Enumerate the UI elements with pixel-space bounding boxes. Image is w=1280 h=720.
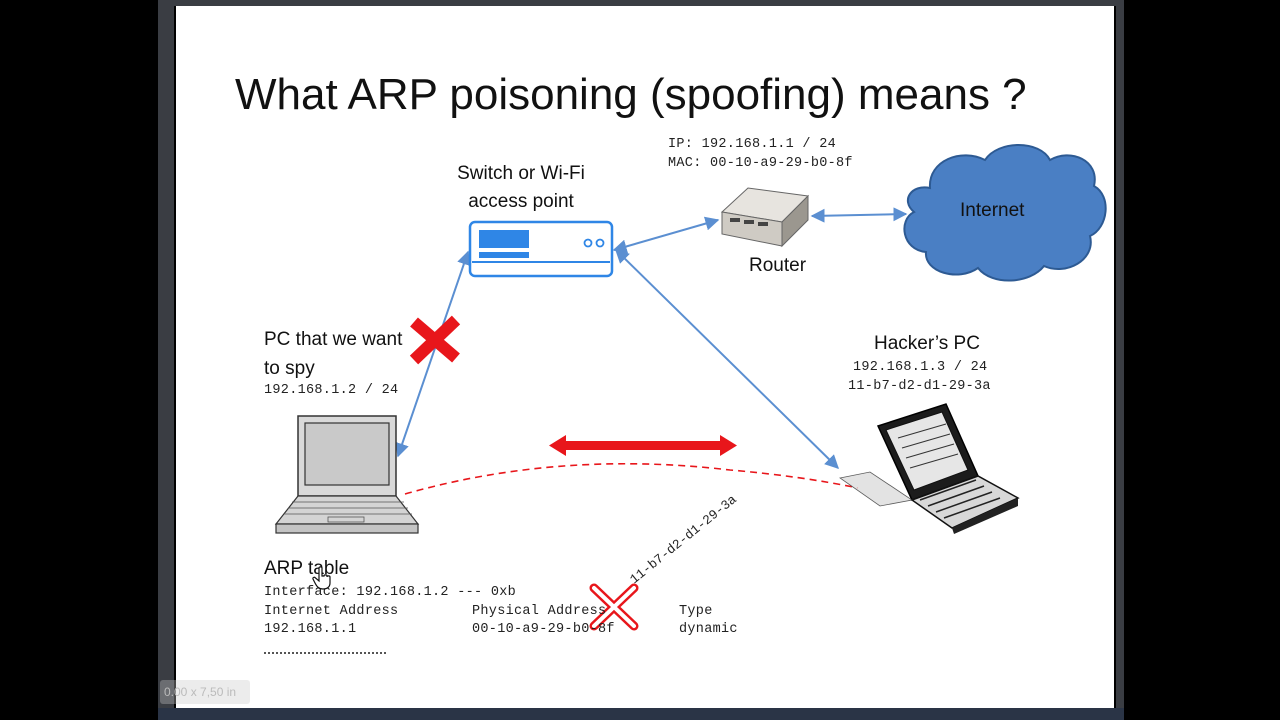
slide-title: What ARP poisoning (spoofing) means ? [235, 70, 1027, 119]
victim-ip-text: 192.168.1.2 / 24 [264, 383, 399, 398]
hacker-ip-text: 192.168.1.3 / 24 [853, 360, 988, 375]
window-frame-right [1116, 0, 1124, 720]
hacker-label: Hacker’s PC [874, 333, 980, 354]
arp-col-physical-address: Physical Address [472, 604, 607, 619]
hacker-laptop-icon [839, 403, 1020, 534]
arp-row-type: dynamic [679, 622, 738, 637]
arp-interface-line: Interface: 192.168.1.2 --- 0xb [264, 585, 517, 600]
switch-label-line1: Switch or Wi-Fi [457, 163, 585, 184]
switch-icon [468, 220, 614, 278]
victim-laptop-icon [274, 415, 420, 534]
red-double-arrow-icon [549, 435, 737, 456]
spoofed-mac-label: 11-b7-d2-d1-29-3a [627, 492, 740, 587]
router-mac-text: MAC: 00-10-a9-29-b0-8f [668, 156, 853, 171]
window-frame-left [158, 0, 174, 720]
internet-label: Internet [960, 200, 1025, 221]
window-frame-top [158, 0, 1124, 6]
link-switch-victim [395, 250, 471, 458]
hacker-mac-text: 11-b7-d2-d1-29-3a [848, 379, 991, 394]
router-icon [720, 187, 810, 248]
spoof-path-dashed [404, 462, 859, 495]
router-ip-text: IP: 192.168.1.1 / 24 [668, 137, 837, 152]
status-chip: 0.00 x 7,50 in [160, 680, 250, 704]
window-frame-bottom [158, 708, 1124, 720]
link-router-internet [810, 207, 908, 223]
arp-col-internet-address: Internet Address [264, 604, 399, 619]
victim-label-line1: PC that we want [264, 329, 403, 350]
replaced-mac-x-icon [589, 583, 639, 631]
victim-label-line2: to spy [264, 358, 315, 379]
router-label: Router [749, 255, 807, 276]
arp-table-title: ARP table [264, 558, 350, 579]
internet-cloud-icon [903, 144, 1107, 282]
arp-row-internet-address: 192.168.1.1 [264, 622, 357, 637]
arp-row-physical-address: 00-10-a9-29-b0-8f [472, 622, 615, 637]
hand-cursor-icon [312, 566, 331, 590]
switch-label-line2: access point [468, 191, 574, 212]
link-switch-router [612, 216, 720, 254]
blocked-link-x-icon [409, 315, 461, 365]
link-switch-hacker [615, 249, 839, 469]
arp-col-type: Type [679, 604, 713, 619]
arp-table-divider [264, 652, 386, 654]
